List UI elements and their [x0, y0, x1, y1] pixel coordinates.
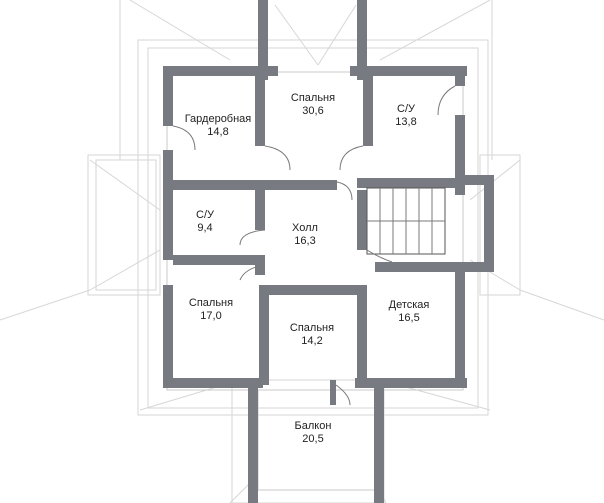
room-name: Балкон — [295, 420, 332, 432]
room-name: Спальня — [189, 297, 233, 309]
room-area: 17,0 — [200, 310, 221, 322]
room-bedroom-top: Спальня 30,6 — [291, 92, 335, 117]
room-bath-top: С/У 13,8 — [395, 103, 416, 128]
room-hall: Холл 16,3 — [292, 222, 318, 247]
room-name: Гардеробная — [185, 113, 252, 125]
room-area: 14,8 — [207, 126, 228, 138]
room-name: Спальня — [290, 322, 334, 334]
room-name: С/У — [196, 209, 215, 221]
staircase — [366, 187, 446, 255]
room-area: 16,5 — [398, 312, 419, 324]
walls — [163, 0, 494, 503]
room-wardrobe: Гардеробная 14,8 — [185, 113, 252, 138]
room-area: 30,6 — [302, 105, 323, 117]
room-area: 13,8 — [395, 116, 416, 128]
room-name: С/У — [397, 103, 416, 115]
room-bedroom-center: Спальня 14,2 — [290, 322, 334, 347]
room-area: 14,2 — [301, 335, 322, 347]
room-kids: Детская 16,5 — [389, 299, 430, 324]
room-name: Спальня — [291, 92, 335, 104]
room-name: Холл — [292, 222, 318, 234]
room-area: 9,4 — [197, 222, 212, 234]
room-area: 20,5 — [302, 433, 323, 445]
room-bedroom-left: Спальня 17,0 — [189, 297, 233, 322]
door-swings — [172, 85, 456, 406]
room-area: 16,3 — [294, 235, 315, 247]
room-bath-left: С/У 9,4 — [196, 209, 215, 234]
room-name: Детская — [389, 299, 430, 311]
room-balcony: Балкон 20,5 — [295, 420, 332, 445]
